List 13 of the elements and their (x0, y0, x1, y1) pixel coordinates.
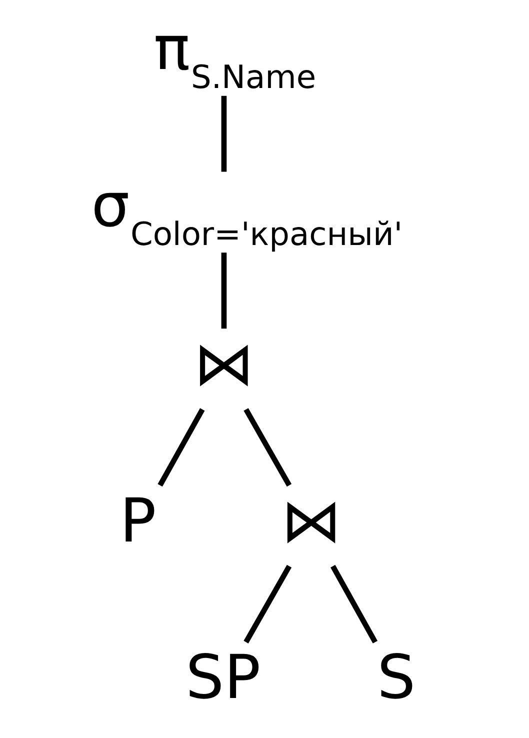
connector (221, 96, 227, 172)
node-text: SP (186, 643, 261, 714)
connector (244, 408, 292, 487)
connector (158, 408, 205, 487)
node-text: π$_{S.Name}$ (154, 14, 316, 96)
connector (221, 252, 227, 329)
connector (244, 564, 292, 644)
node-text: ⋈ (280, 486, 342, 556)
node-text: ⋈ (194, 330, 254, 400)
node-text: P (120, 486, 156, 556)
node-text: σ$_{Color='красный'}$ (91, 170, 403, 253)
node-text: S (377, 643, 416, 714)
connector (330, 564, 378, 644)
